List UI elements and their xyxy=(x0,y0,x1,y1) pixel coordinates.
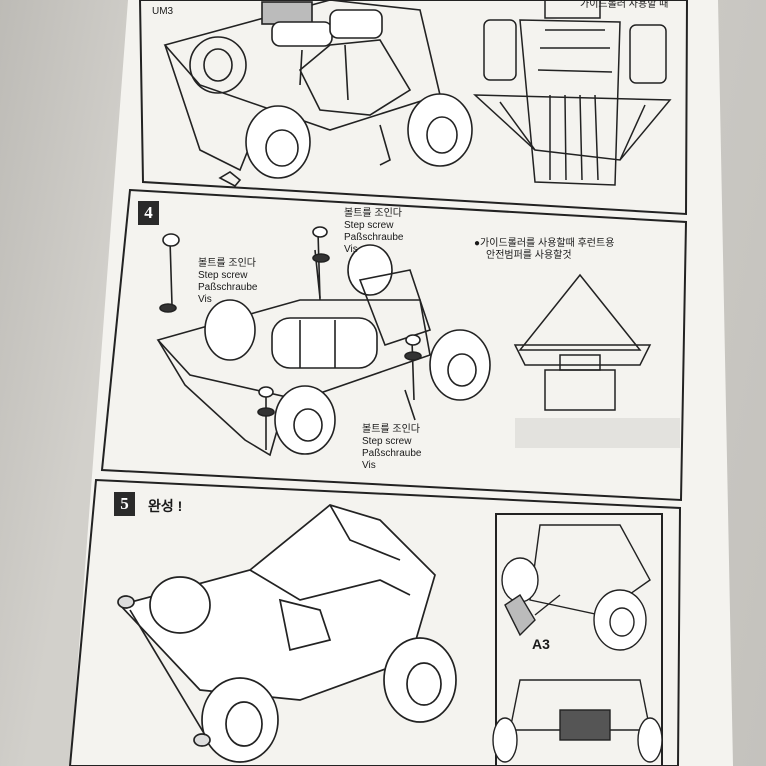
step4-frame xyxy=(100,188,688,502)
header-fragment: 가이드롤러 사용할 때 xyxy=(580,0,669,10)
label-top-en: Step screw xyxy=(344,220,394,231)
part-label-a3: A3 xyxy=(532,636,550,652)
step4-label-top: 볼트를 조인다 Step screw Paßschraube Vis xyxy=(344,208,403,256)
part-code: UM3 xyxy=(152,6,174,17)
step-4-badge: 4 xyxy=(138,201,159,225)
step4-label-left: 볼트를 조인다 Step screw Paßschraube Vis xyxy=(198,258,257,306)
note-line-2: 안전범퍼를 사용할것 xyxy=(486,250,572,261)
label-bottom-ko: 볼트를 조인다 xyxy=(362,424,420,435)
label-left-de: Paßschraube xyxy=(198,282,258,293)
step3-frame xyxy=(138,0,689,216)
step-5-badge: 5 xyxy=(114,492,135,516)
step5-car-drawing xyxy=(117,504,457,763)
label-bottom-de: Paßschraube xyxy=(362,448,422,459)
step4-bumper-diagram xyxy=(513,273,652,411)
print-smudge xyxy=(515,418,680,448)
label-bottom-en: Step screw xyxy=(362,436,412,447)
label-left-ko: 볼트를 조인다 xyxy=(198,258,256,269)
step5-frame xyxy=(68,478,682,766)
label-top-ko: 볼트를 조인다 xyxy=(344,208,402,219)
step4-car-drawing xyxy=(156,226,491,457)
step4-note: ●가이드롤러를 사용할때 후런트용 안전범퍼를 사용할것 xyxy=(474,238,614,262)
step4-label-bottom: 볼트를 조인다 Step screw Paßschraube Vis xyxy=(362,424,421,472)
step3-chassis-top-view xyxy=(473,0,672,186)
label-left-en: Step screw xyxy=(198,270,248,281)
step5-title: 완성 ! xyxy=(148,498,183,514)
step5-inset-drawings xyxy=(492,524,663,763)
label-top-de: Paßschraube xyxy=(344,232,404,243)
step3-car-drawing xyxy=(163,0,473,188)
label-bottom-fr: Vis xyxy=(362,460,376,471)
note-line-1: ●가이드롤러를 사용할때 후런트용 xyxy=(474,238,615,249)
label-top-fr: Vis xyxy=(344,244,358,255)
label-left-fr: Vis xyxy=(198,294,212,305)
